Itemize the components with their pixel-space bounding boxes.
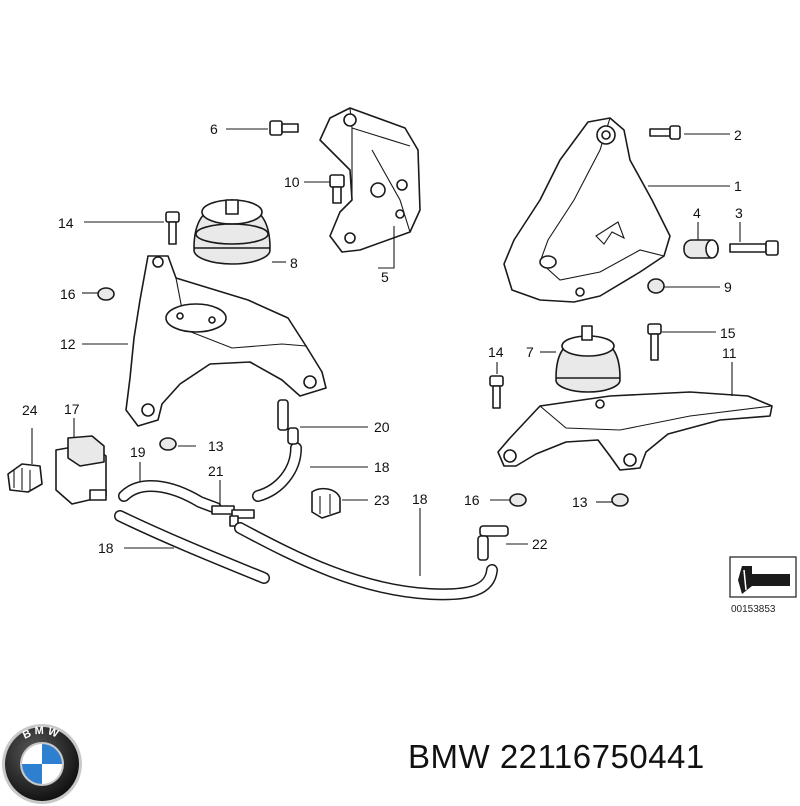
callout-13-left: 13	[208, 438, 224, 454]
solenoid-valve-17	[55, 435, 107, 505]
callout-22: 22	[532, 536, 548, 552]
callout-13-right: 13	[572, 494, 588, 510]
callout-5: 5	[381, 269, 389, 285]
callout-16-right: 16	[464, 492, 480, 508]
callout-24: 24	[22, 402, 38, 418]
clip-24	[7, 463, 43, 493]
callout-4: 4	[693, 205, 701, 221]
callout-19: 19	[130, 444, 146, 460]
bolt-3	[729, 240, 779, 256]
engine-support-arm-11	[497, 391, 773, 471]
callout-8: 8	[290, 255, 298, 271]
part-number-title: BMW 22116750441	[408, 738, 705, 775]
callout-16-left: 16	[60, 286, 76, 302]
bolt-10	[329, 174, 345, 204]
callout-7: 7	[526, 344, 534, 360]
nut-16-left	[97, 287, 115, 301]
callout-6: 6	[210, 121, 218, 137]
callout-14-left: 14	[58, 215, 74, 231]
sleeve-4	[683, 239, 719, 259]
bolt-14-left	[165, 211, 180, 245]
leader-lines	[31, 128, 741, 576]
callout-11: 11	[722, 345, 737, 361]
callout-15: 15	[720, 325, 736, 341]
callout-18-right: 18	[412, 491, 428, 507]
engine-support-arm-12	[125, 255, 327, 427]
bmw-logo: BMW	[2, 724, 82, 804]
callout-18-mid: 18	[374, 459, 390, 475]
callout-10: 10	[284, 174, 300, 190]
t-connector-21	[211, 505, 255, 527]
bmw-logo-text: BMW	[21, 725, 63, 742]
nut-9	[647, 278, 665, 294]
callouts: 6 10 14 8 5 16 12 2 1 4 3 9 15 11 14 7 2…	[22, 121, 743, 556]
callout-12: 12	[60, 336, 76, 352]
callout-14-right: 14	[488, 344, 504, 360]
vacuum-hose-upper	[118, 399, 302, 514]
callout-23: 23	[374, 492, 390, 508]
bolt-14-right	[489, 375, 504, 409]
connector-22	[477, 525, 509, 561]
reference-box: 00153853	[729, 556, 797, 615]
callout-3: 3	[735, 205, 743, 221]
arrow-icon	[738, 566, 790, 594]
nut-16-right	[509, 493, 527, 507]
callout-18-left: 18	[98, 540, 114, 556]
holder-23	[311, 487, 341, 519]
nut-13-left	[159, 437, 177, 451]
callout-21: 21	[208, 463, 224, 479]
engine-bracket-left	[319, 107, 421, 253]
engine-bracket-right	[503, 117, 671, 303]
callout-1: 1	[734, 178, 742, 194]
vacuum-hose-long	[114, 510, 498, 601]
callout-9: 9	[724, 279, 732, 295]
engine-mount-7	[555, 325, 621, 393]
nut-13-right	[611, 493, 629, 507]
callout-17: 17	[64, 401, 80, 417]
callout-20: 20	[374, 419, 390, 435]
bolt-15	[647, 323, 662, 361]
callout-2: 2	[734, 127, 742, 143]
bolt-2	[649, 125, 681, 140]
engine-mount-8	[193, 199, 271, 265]
bolt-6	[269, 120, 299, 136]
reference-code: 00153853	[731, 604, 776, 615]
